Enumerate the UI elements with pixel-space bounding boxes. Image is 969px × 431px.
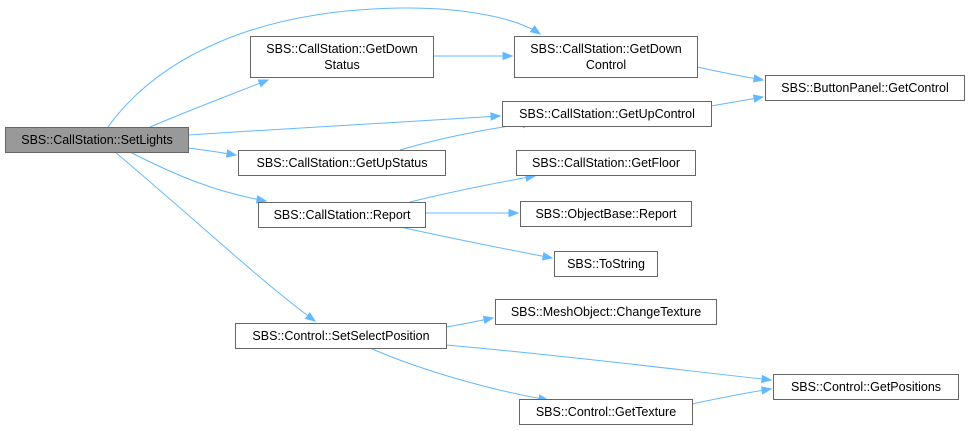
edge-setlights-to-getupcontrol bbox=[187, 112, 502, 136]
edge-setlights-to-setselectposition bbox=[114, 151, 317, 322]
edge-setlights-to-getdownstatus bbox=[149, 79, 270, 128]
edge-line bbox=[369, 347, 549, 401]
node-label: SBS::CallStation::SetLights bbox=[21, 133, 172, 147]
edge-setselectposition-to-gettexture bbox=[369, 347, 550, 403]
edge-setlights-to-report bbox=[129, 151, 268, 204]
node-objectbase_report[interactable]: SBS::ObjectBase::Report bbox=[520, 201, 692, 227]
arrowhead bbox=[502, 51, 514, 61]
nodes: SBS::CallStation::SetLightsSBS::CallStat… bbox=[5, 36, 965, 425]
edge-line bbox=[107, 7, 541, 128]
node-label: SBS::CallStation::GetUpStatus bbox=[257, 156, 428, 170]
node-label: Status bbox=[324, 58, 359, 72]
node-box[interactable] bbox=[495, 299, 717, 325]
node-changetexture[interactable]: SBS::MeshObject::ChangeTexture bbox=[495, 299, 717, 325]
node-report[interactable]: SBS::CallStation::Report bbox=[258, 202, 426, 228]
node-box[interactable] bbox=[238, 150, 446, 176]
node-label: SBS::MeshObject::ChangeTexture bbox=[511, 305, 701, 319]
edge-getdownstatus-to-getdowncontrol bbox=[433, 51, 514, 61]
node-label: SBS::CallStation::GetDown bbox=[530, 42, 682, 56]
node-getupstatus[interactable]: SBS::CallStation::GetUpStatus bbox=[238, 150, 446, 176]
node-label: SBS::ObjectBase::Report bbox=[535, 207, 677, 221]
edge-report-to-objectbase_report bbox=[425, 208, 520, 218]
edge-setselectposition-to-getpositions bbox=[445, 344, 773, 384]
edge-getupcontrol-to-buttonpanel_getcontrol bbox=[710, 94, 765, 107]
node-tostring[interactable]: SBS::ToString bbox=[554, 251, 658, 277]
edge-line bbox=[187, 115, 501, 136]
arrowhead bbox=[482, 315, 495, 325]
edge-gettexture-to-getpositions bbox=[691, 386, 773, 405]
arrowhead bbox=[508, 208, 520, 218]
arrowhead bbox=[257, 79, 270, 88]
arrowhead bbox=[541, 252, 554, 261]
node-box[interactable] bbox=[765, 75, 965, 101]
node-box[interactable] bbox=[250, 36, 434, 78]
node-box[interactable] bbox=[514, 36, 698, 78]
edge-line bbox=[399, 226, 553, 259]
arrowhead bbox=[304, 312, 317, 322]
edge-report-to-tostring bbox=[399, 226, 554, 261]
node-label: SBS::CallStation::GetFloor bbox=[532, 156, 680, 170]
node-label: SBS::CallStation::GetDown bbox=[266, 42, 418, 56]
node-setlights[interactable]: SBS::CallStation::SetLights bbox=[5, 127, 189, 153]
node-label: Control bbox=[586, 58, 626, 72]
node-label: SBS::CallStation::Report bbox=[274, 208, 411, 222]
edge-setlights-to-getdowncontrol bbox=[107, 7, 542, 128]
arrowhead bbox=[529, 25, 542, 35]
arrowhead bbox=[752, 94, 765, 103]
node-box[interactable] bbox=[502, 101, 712, 127]
node-label: SBS::ToString bbox=[567, 257, 645, 271]
edge-line bbox=[399, 122, 533, 151]
edge-report-to-getfloor bbox=[409, 173, 537, 203]
node-label: SBS::Control::SetSelectPosition bbox=[252, 329, 429, 343]
edge-line bbox=[114, 151, 316, 322]
arrowhead bbox=[760, 386, 773, 395]
node-setselectposition[interactable]: SBS::Control::SetSelectPosition bbox=[235, 323, 447, 349]
node-gettexture[interactable]: SBS::Control::GetTexture bbox=[519, 399, 693, 425]
node-buttonpanel_getcontrol[interactable]: SBS::ButtonPanel::GetControl bbox=[765, 75, 965, 101]
node-box[interactable] bbox=[258, 202, 426, 228]
node-box[interactable] bbox=[5, 127, 189, 153]
node-label: SBS::CallStation::GetUpControl bbox=[519, 107, 695, 121]
edge-line bbox=[149, 79, 269, 128]
edge-setlights-to-getupstatus bbox=[187, 147, 238, 158]
edge-line bbox=[691, 388, 772, 405]
node-label: SBS::Control::GetPositions bbox=[791, 380, 941, 394]
node-box[interactable] bbox=[554, 251, 658, 277]
node-label: SBS::ButtonPanel::GetControl bbox=[781, 81, 948, 95]
edges bbox=[107, 7, 773, 405]
arrowhead bbox=[490, 112, 502, 121]
arrowhead bbox=[761, 374, 773, 384]
edge-line bbox=[445, 344, 772, 381]
node-getpositions[interactable]: SBS::Control::GetPositions bbox=[773, 374, 959, 400]
node-box[interactable] bbox=[519, 399, 693, 425]
edge-line bbox=[696, 66, 764, 81]
edge-line bbox=[409, 175, 536, 203]
arrowhead bbox=[752, 74, 765, 83]
node-getupcontrol[interactable]: SBS::CallStation::GetUpControl bbox=[502, 101, 712, 127]
edge-line bbox=[129, 151, 267, 202]
edge-setselectposition-to-changetexture bbox=[445, 315, 495, 328]
edge-getdowncontrol-to-buttonpanel_getcontrol bbox=[696, 66, 765, 83]
arrowhead bbox=[255, 195, 268, 204]
node-box[interactable] bbox=[235, 323, 447, 349]
node-getfloor[interactable]: SBS::CallStation::GetFloor bbox=[516, 150, 696, 176]
node-box[interactable] bbox=[516, 150, 696, 176]
arrowhead bbox=[225, 149, 238, 158]
node-box[interactable] bbox=[773, 374, 959, 400]
node-box[interactable] bbox=[520, 201, 692, 227]
node-label: SBS::Control::GetTexture bbox=[536, 405, 676, 419]
